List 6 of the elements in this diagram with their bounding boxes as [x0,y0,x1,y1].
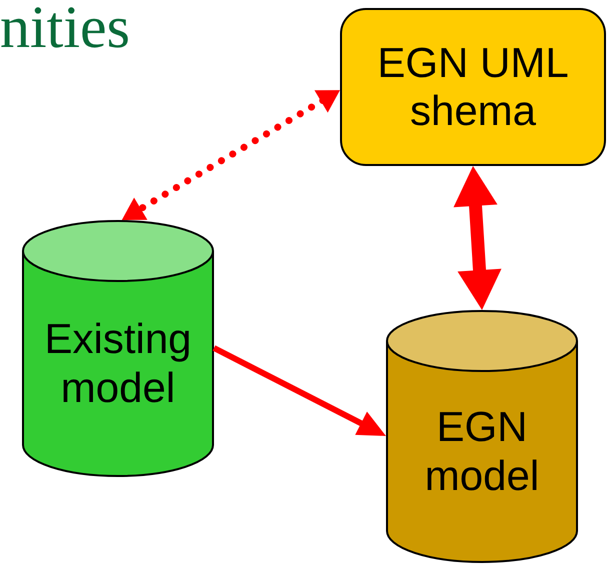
arrow [212,345,386,436]
process-box [340,8,606,166]
heading-fragment: nities [0,0,130,54]
node-label: EGN UML shema [376,38,570,136]
arrow [122,90,340,220]
arrow [454,166,502,310]
